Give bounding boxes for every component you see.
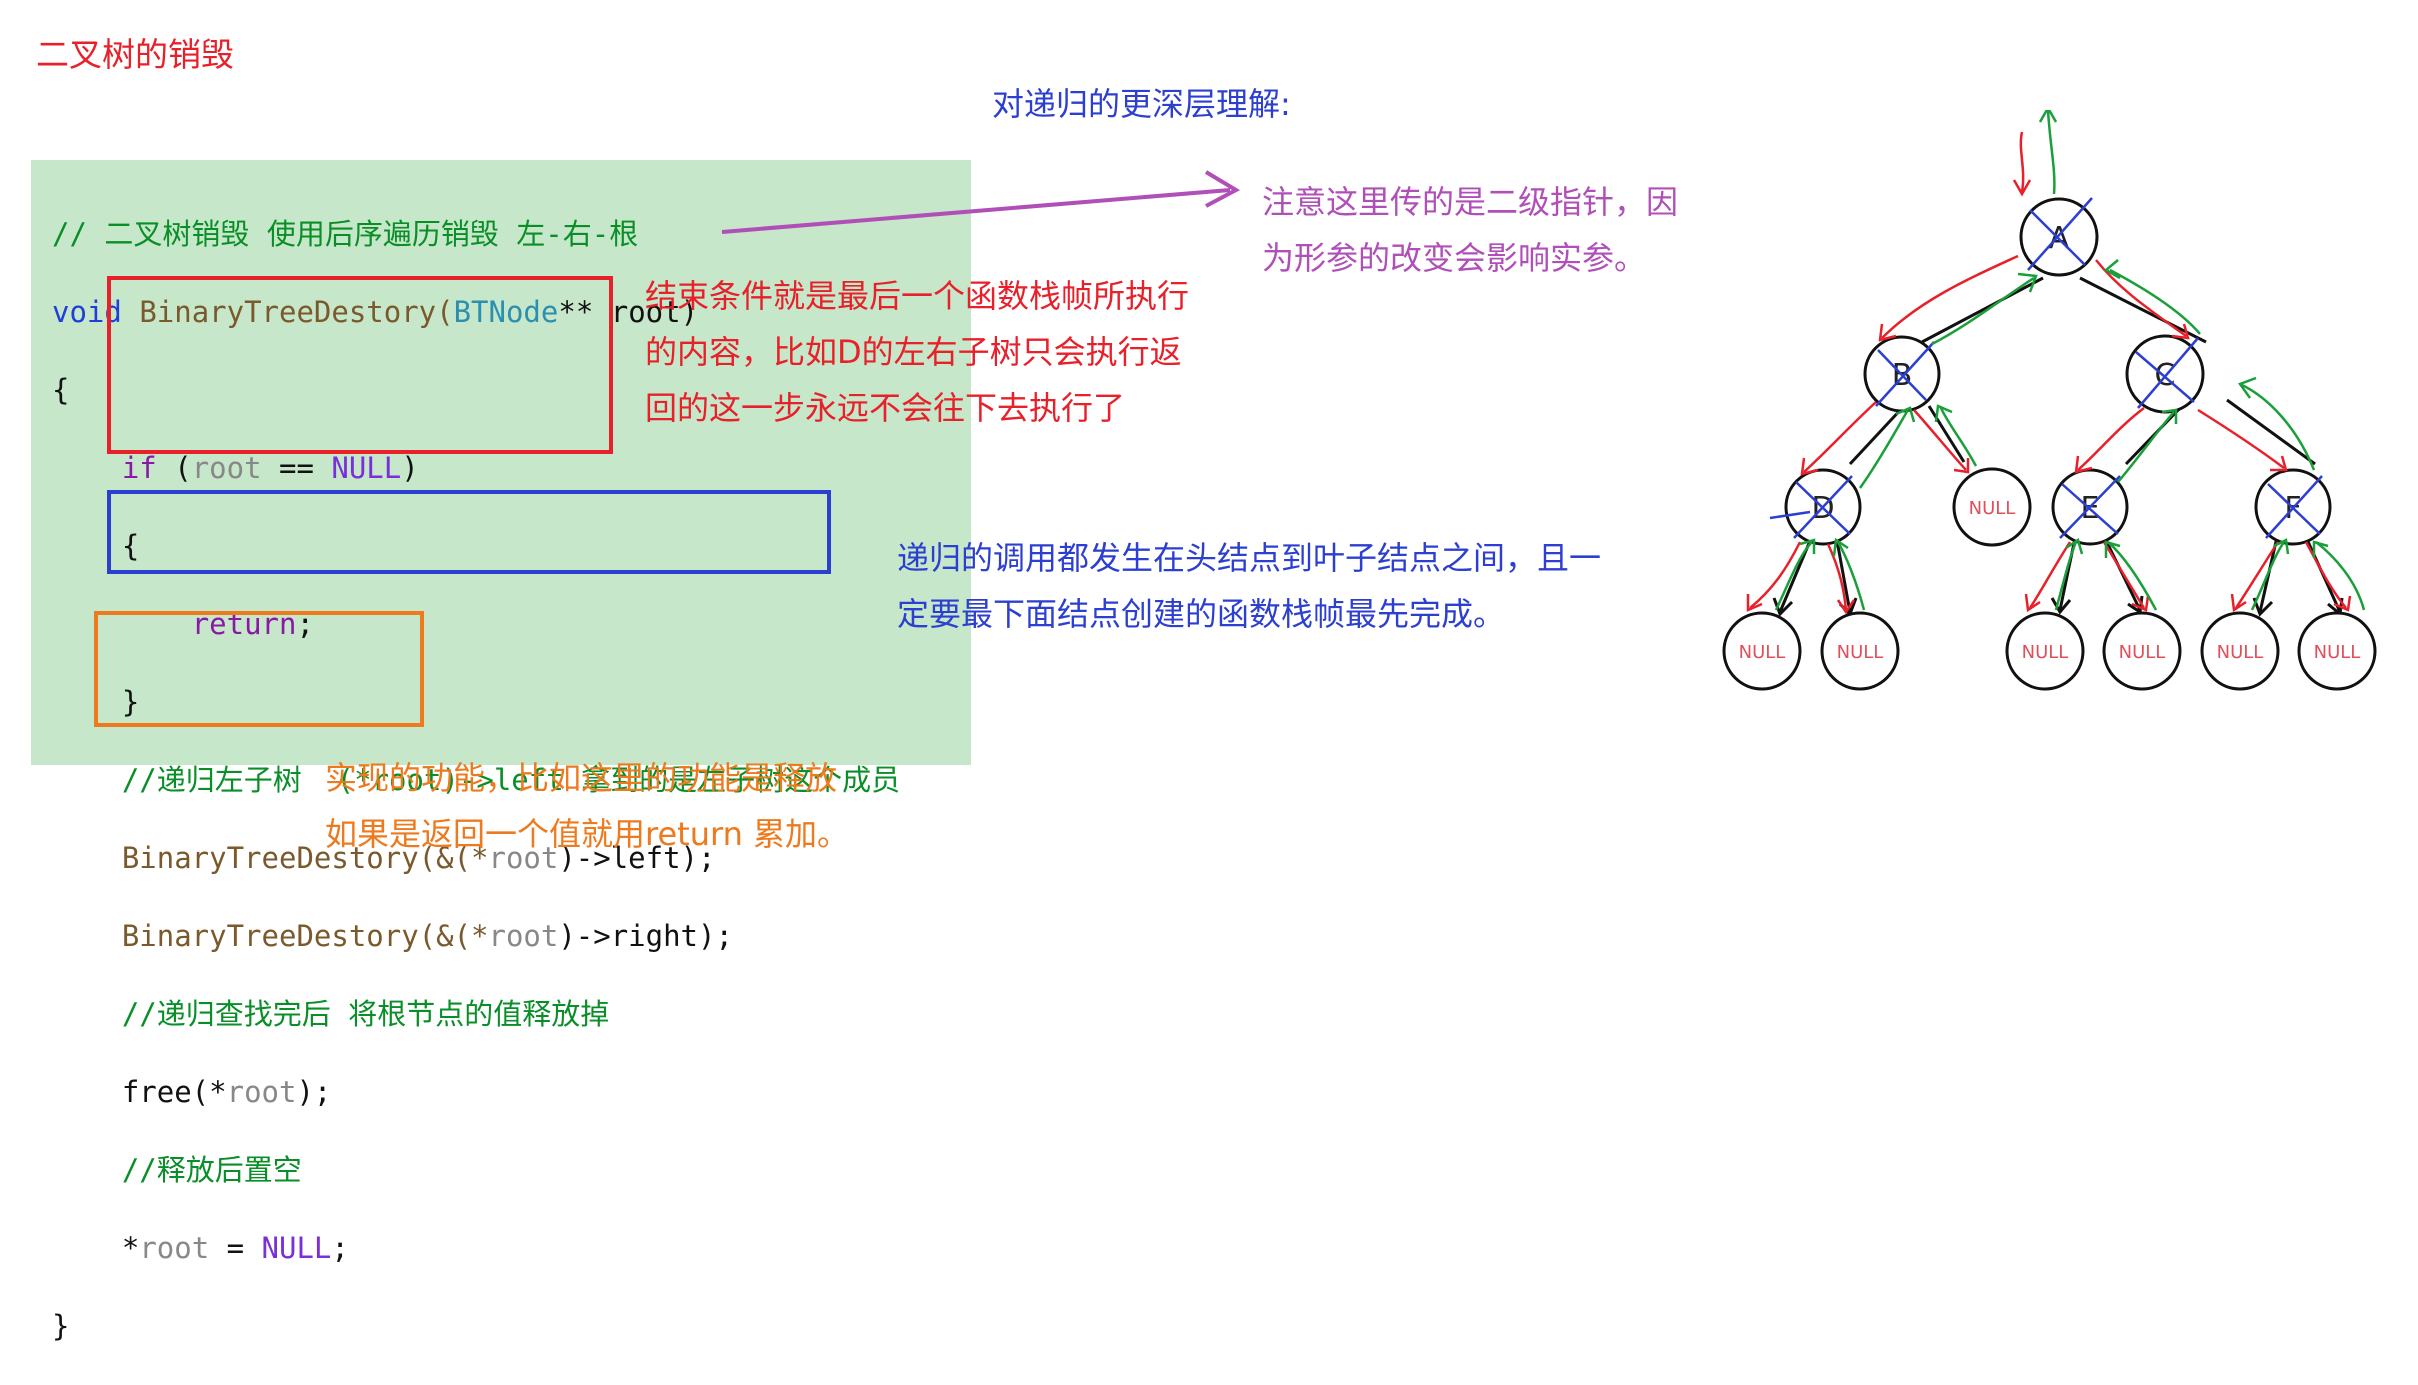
null-node-d-right [1820, 611, 1900, 691]
null-label-3: NULL [1837, 642, 1884, 663]
null-label-2: NULL [1739, 642, 1786, 663]
null-node-b-right [1952, 467, 2032, 547]
tree-edges [1778, 276, 2342, 613]
recursive-call-box [107, 490, 831, 574]
code-line-comment-recur: //递归左子树 (*root)->left 拿到的是左子树这个成员 [121, 763, 901, 797]
func-note-line2: 如果是返回一个值就用return 累加。 [325, 815, 850, 853]
pointer-arrow [721, 170, 1241, 234]
code-line-comment-free: //递归查找完后 将根节点的值释放掉 [121, 997, 610, 1031]
code-line-signature: void BinaryTreeDestory(BTNode** root) [52, 295, 699, 329]
code-line-comment-null: //释放后置空 [121, 1153, 302, 1187]
end-condition-box [107, 276, 613, 454]
code-line-brace-close: } [52, 1309, 70, 1343]
call-note-line1: 递归的调用都发生在头结点到叶子结点之间，且一 [897, 539, 1602, 577]
recurse-down-arrows [1746, 131, 2352, 615]
null-node-e-right [2102, 611, 2182, 691]
pointer-note-line1: 注意这里传的是二级指针，因 [1262, 183, 1679, 221]
binary-tree-diagram: A B C D E F NULL NULL NULL NULL NULL NUL… [1722, 110, 2377, 691]
end-note-line3: 回的这一步永远不会往下去执行了 [645, 389, 1126, 427]
code-line-free: free(*root); [121, 1075, 332, 1109]
pointer-note-line2: 为形参的改变会影响实参。 [1262, 239, 1647, 277]
func-note-line1: 实现的功能，比如这里的功能是释放 [325, 759, 838, 797]
return-up-arrows [1774, 110, 2366, 611]
end-note-line1: 结束条件就是最后一个函数栈帧所执行 [645, 277, 1190, 315]
code-line-comment-header: // 二叉树销毁 使用后序遍历销毁 左-右-根 [52, 217, 639, 251]
null-label-5: NULL [2119, 642, 2166, 663]
null-node-f-left [2200, 611, 2280, 691]
destroy-strikes [1769, 197, 2323, 539]
null-node-e-left [2005, 611, 2085, 691]
code-line-inner-open: { [121, 529, 140, 563]
code-line-set-null: *root = NULL; [121, 1231, 349, 1265]
code-line-if: if (root == NULL) [121, 451, 419, 485]
null-label-1: NULL [1969, 498, 2016, 519]
deeper-understanding-title: 对递归的更深层理解: [992, 85, 1291, 123]
code-line-call-left: BinaryTreeDestory(&(*root)->left); [121, 841, 716, 875]
free-box [94, 611, 424, 727]
null-node-f-right [2297, 611, 2377, 691]
call-note-line2: 定要最下面结点创建的函数栈帧最先完成。 [897, 595, 1506, 633]
null-node-d-left [1722, 611, 1802, 691]
code-line-inner-close: } [121, 685, 140, 719]
null-label-4: NULL [2022, 642, 2069, 663]
null-label-7: NULL [2314, 642, 2361, 663]
code-block [31, 160, 971, 765]
end-note-line2: 的内容，比如D的左右子树只会执行返 [645, 333, 1182, 371]
page-title: 二叉树的销毁 [36, 35, 234, 74]
code-line-brace-open: { [52, 373, 70, 407]
null-label-6: NULL [2217, 642, 2264, 663]
